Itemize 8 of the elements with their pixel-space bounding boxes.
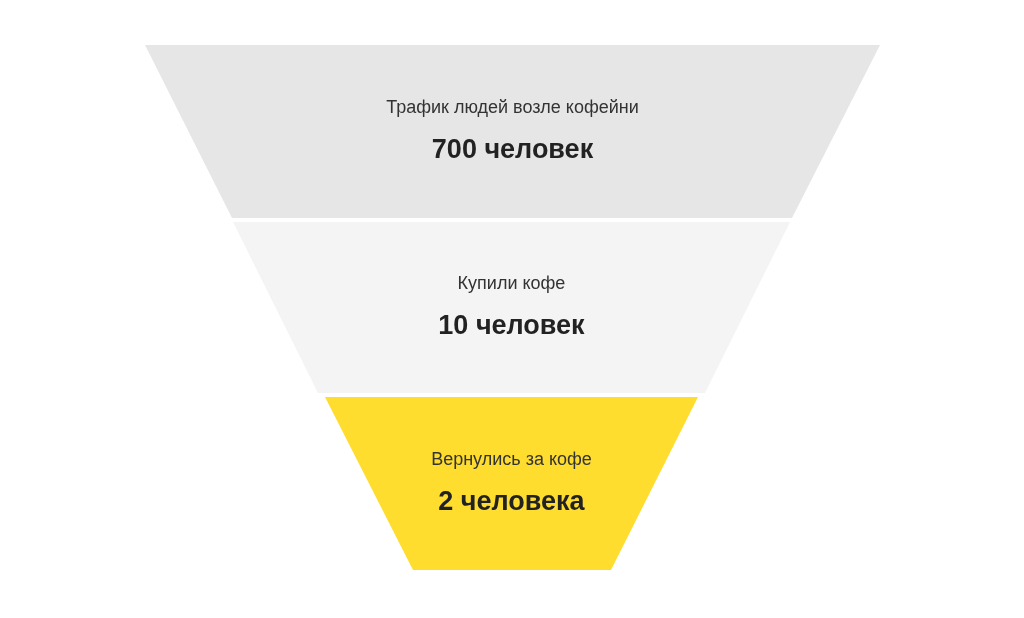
funnel-stage: [145, 45, 880, 218]
stage-count: 700 человек: [431, 132, 594, 166]
stage-count: 10 человек: [438, 308, 585, 342]
stage-label: Купили кофе: [457, 271, 566, 295]
stage-label: Вернулись за кофе: [431, 447, 592, 471]
stage-label: Трафик людей возле кофейни: [386, 95, 639, 119]
funnel-stage: [325, 397, 698, 570]
stage-count: 2 человека: [438, 484, 585, 518]
